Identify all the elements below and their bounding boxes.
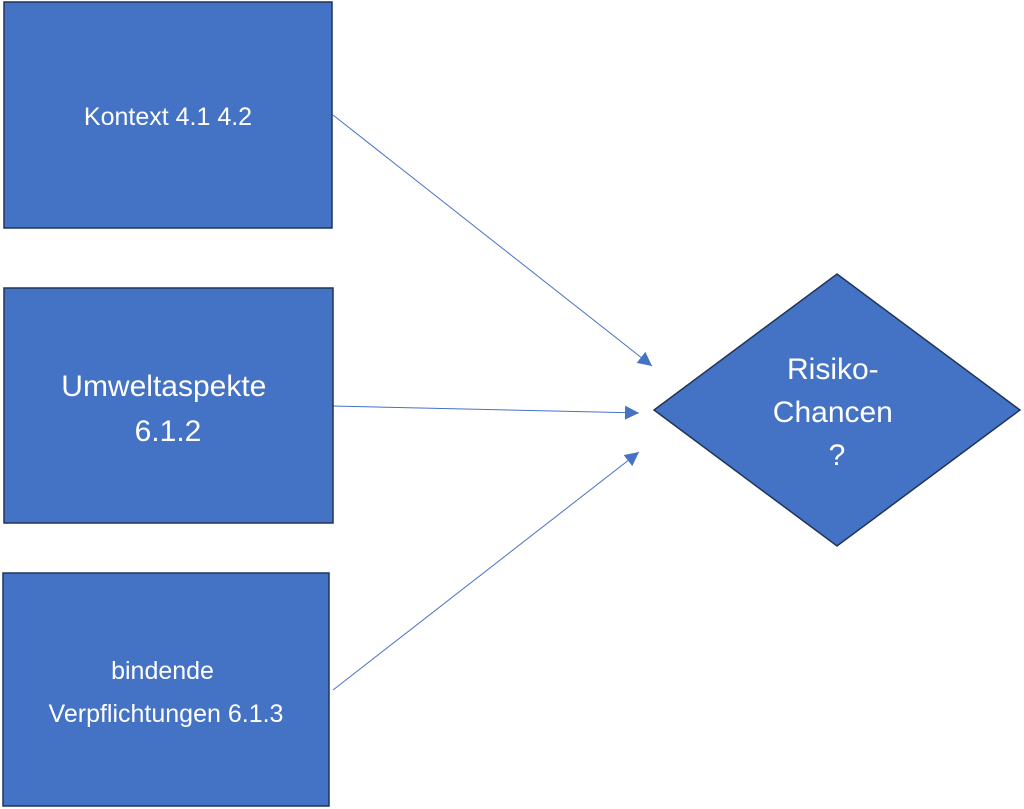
node-kontext-box: [3, 1, 333, 229]
node-risiko-diamond: [652, 273, 1022, 547]
node-kontext: Kontext 4.1 4.2: [3, 1, 333, 229]
node-risiko-line-3: ?: [829, 439, 846, 472]
arrow-verpflichtungen-to-risiko: [332, 451, 640, 691]
node-risiko-line-2: Chancen: [773, 396, 893, 429]
node-umweltaspekte-line-2: 6.1.2: [135, 415, 202, 448]
node-verpflichtungen-box: [2, 572, 330, 807]
node-risiko: Risiko- Chancen ?: [652, 273, 1022, 547]
connectors: [332, 114, 653, 691]
node-umweltaspekte-label: Umweltaspekte 6.1.2: [61, 370, 274, 448]
node-risiko-line-1: Risiko-: [787, 353, 879, 386]
node-umweltaspekte: Umweltaspekte 6.1.2: [3, 287, 334, 524]
node-verpflichtungen-line-1: bindende: [111, 657, 214, 685]
node-kontext-label: Kontext 4.1 4.2: [84, 103, 252, 131]
arrow-umweltaspekte-to-risiko: [332, 405, 640, 420]
node-umweltaspekte-line-1: Umweltaspekte: [61, 370, 266, 403]
node-umweltaspekte-box: [3, 287, 334, 524]
node-verpflichtungen-line-2: Verpflichtungen 6.1.3: [49, 700, 284, 728]
node-kontext-line-1: Kontext 4.1 4.2: [84, 103, 252, 131]
node-risiko-label: Risiko- Chancen ?: [773, 353, 901, 472]
node-verpflichtungen-label: bindende Verpflichtungen 6.1.3: [49, 657, 284, 728]
arrow-kontext-to-risiko: [332, 114, 653, 367]
node-verpflichtungen: bindende Verpflichtungen 6.1.3: [2, 572, 330, 807]
